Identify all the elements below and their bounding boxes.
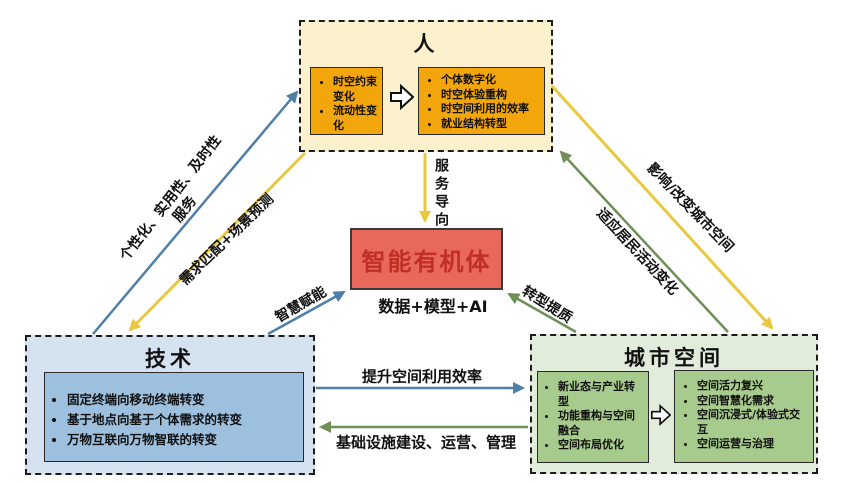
city-changes-list: 新业态与产业转型 功能重构与空间融合 空间布局优化 — [538, 380, 648, 453]
arrow-city-to-person — [559, 150, 729, 333]
city-outcomes-list: 空间活力复兴 空间智慧化需求 空间沉浸式/体验式交互 空间运营与治理 — [675, 379, 813, 452]
list-item: 时空约束变化 — [333, 75, 378, 104]
list-item: 时空间利用的效率 — [441, 102, 540, 117]
list-item: 流动性变化 — [333, 104, 378, 133]
arrow-person-to-tech — [128, 151, 307, 332]
list-item: 万物互联向万物智联的转变 — [67, 430, 299, 450]
arrow-tech-to-person — [92, 90, 299, 335]
list-item: 固定终端向移动终端转变 — [67, 390, 299, 410]
list-item: 空间沉浸式/体验式交互 — [697, 408, 809, 437]
list-item: 空间运营与治理 — [697, 437, 809, 452]
person-outcomes-box: 个体数字化 时空体验重构 时空间利用的效率 就业结构转型 — [418, 67, 545, 135]
person-changes-box: 时空约束变化 流动性变化 — [310, 67, 383, 135]
person-changes-list: 时空约束变化 流动性变化 — [311, 75, 382, 133]
list-item: 空间活力复兴 — [697, 379, 809, 394]
list-item: 空间布局优化 — [558, 438, 644, 453]
core-title: 智能有机体 — [361, 247, 492, 276]
city-group-box: 城市空间 新业态与产业转型 功能重构与空间融合 空间布局优化 空间活力复兴 空间… — [530, 334, 818, 474]
edge-label-tech-to-city: 提升空间利用效率 — [361, 367, 483, 386]
block-arrow-right-icon — [651, 403, 671, 427]
tech-group-box: 技术 固定终端向移动终端转变 基于地点向基于个体需求的转变 万物互联向万物智联的… — [25, 335, 315, 475]
city-changes-box: 新业态与产业转型 功能重构与空间融合 空间布局优化 — [537, 371, 649, 463]
arrow-person-to-city — [550, 84, 774, 330]
tech-changes-list: 固定终端向移动终端转变 基于地点向基于个体需求的转变 万物互联向万物智联的转变 — [45, 390, 303, 449]
core-formula-label: 数据+模型+AI — [378, 297, 488, 316]
city-group-title: 城市空间 — [624, 346, 724, 370]
core-box: 智能有机体 — [350, 228, 503, 290]
block-arrow-right-icon — [390, 84, 414, 110]
list-item: 新业态与产业转型 — [558, 380, 644, 409]
list-item: 功能重构与空间融合 — [558, 409, 644, 438]
city-outcomes-box: 空间活力复兴 空间智慧化需求 空间沉浸式/体验式交互 空间运营与治理 — [674, 370, 814, 463]
tech-group-title: 技术 — [145, 347, 195, 371]
person-outcomes-list: 个体数字化 时空体验重构 时空间利用的效率 就业结构转型 — [419, 73, 544, 131]
edge-label-city-to-tech: 基础设施建设、运营、管理 — [335, 433, 517, 452]
tech-changes-box: 固定终端向移动终端转变 基于地点向基于个体需求的转变 万物互联向万物智联的转变 — [44, 372, 304, 462]
arrow-city-to-core — [507, 292, 577, 334]
arrow-tech-to-core — [267, 290, 346, 336]
list-item: 空间智慧化需求 — [697, 394, 809, 409]
list-item: 个体数字化 — [441, 73, 540, 88]
edge-label-person-to-core: 服务导向 — [433, 158, 449, 230]
list-item: 就业结构转型 — [441, 117, 540, 132]
list-item: 时空体验重构 — [441, 88, 540, 103]
person-group-title: 人 — [413, 32, 439, 56]
list-item: 基于地点向基于个体需求的转变 — [67, 410, 299, 430]
